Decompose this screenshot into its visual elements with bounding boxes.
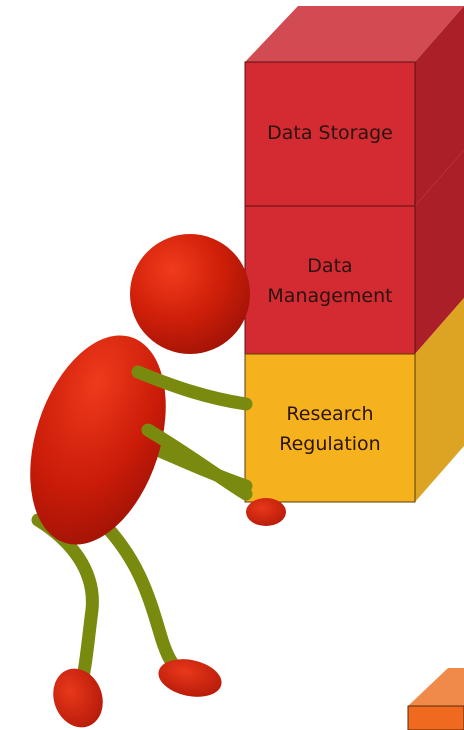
figure-body	[30, 335, 166, 545]
box-research-regulation-side	[415, 298, 464, 502]
box-label-data-storage: Data Storage	[245, 62, 415, 204]
box-data-storage	[244, 6, 464, 207]
box-label-data-management-text: Data Management	[267, 255, 393, 307]
figure-foot-front	[158, 659, 222, 697]
box-stack	[244, 6, 464, 503]
partial-box-front	[407, 705, 464, 730]
box-data-storage-top	[245, 6, 464, 62]
box-data-storage-side	[415, 6, 464, 206]
box-label-data-management: Data Management	[245, 210, 415, 352]
box-data-management-side	[415, 150, 464, 354]
figure-arm-lower-front	[141, 423, 253, 501]
box-research-regulation	[244, 298, 464, 503]
box-data-storage-front	[244, 61, 416, 207]
box-label-research-regulation-text: Research Regulation	[279, 403, 381, 455]
stick-figure-pushing-icon	[30, 234, 286, 728]
figure-foot-back	[53, 668, 103, 728]
partial-box	[407, 668, 464, 730]
figure-leg-back	[31, 513, 99, 697]
figure-head	[130, 234, 250, 354]
box-research-regulation-front	[244, 353, 416, 503]
partial-box-top	[408, 668, 464, 706]
figure-hand	[246, 498, 286, 526]
box-label-data-storage-text: Data Storage	[267, 122, 393, 144]
figure-leg-front	[93, 513, 185, 677]
box-label-research-regulation: Research Regulation	[245, 358, 415, 500]
figure-arm-upper	[131, 365, 253, 411]
